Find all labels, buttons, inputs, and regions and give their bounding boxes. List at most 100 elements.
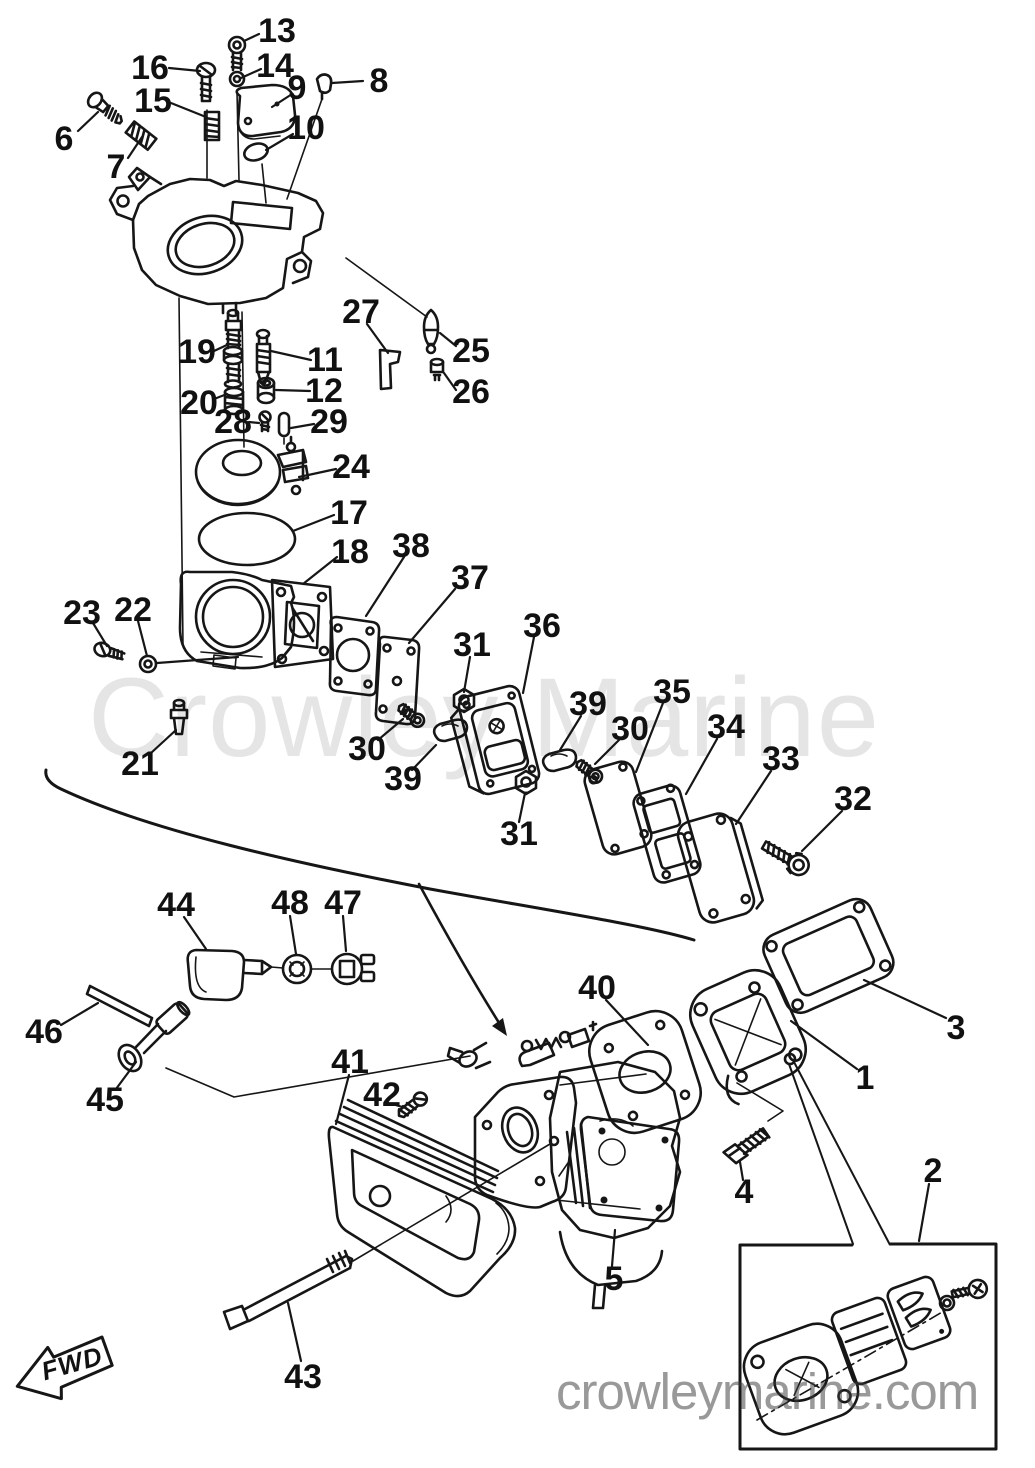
part-17-gasket-oval [197,511,297,567]
part-4-bolt [722,1082,784,1165]
assembly-axis-lines [178,91,551,1262]
leader-line-39 [558,714,583,752]
part-8-plug [315,73,333,101]
part-callout-10: 10 [287,109,325,147]
leader-line-46 [59,1001,100,1027]
leader-line-1 [789,1019,859,1071]
leader-line-18 [301,555,339,586]
part-25-float-needle [422,308,440,355]
part-callout-47: 47 [324,884,362,922]
part-34-diaphragm-plate [632,783,702,884]
part-callout-45: 45 [86,1081,124,1119]
leader-line-25 [438,331,458,348]
part-24-throttle-ring [194,435,310,507]
part-5-pump-cover [565,1115,681,1223]
part-26-seat [429,357,445,382]
leader-line-20 [212,392,229,401]
part-28-screw [258,410,272,433]
leader-line-12 [274,388,312,393]
part-callout-25: 25 [452,332,490,370]
part-48-grommet [281,953,313,985]
part-callout-1: 1 [856,1059,875,1097]
part-43-bolt [222,1249,354,1331]
part-callout-23: 23 [63,594,101,632]
part-callout-12: 12 [305,372,343,410]
leader-line-31 [517,791,527,824]
part-callout-34: 34 [707,708,745,746]
leader-line-7 [126,135,144,160]
part-callout-42: 42 [363,1076,401,1114]
part-19-main-nozzle [222,308,244,389]
part-callout-9: 9 [288,69,307,107]
leader-line-26 [442,371,458,392]
part-callout-5: 5 [605,1260,624,1298]
part-21-needle-valve [169,698,189,736]
leader-line-40 [604,998,650,1047]
leader-line-13 [242,32,261,43]
part-callout-46: 46 [25,1013,63,1051]
watermark-bottom-url: crowleymarine.com [556,1363,979,1420]
part-callout-39: 39 [569,685,607,723]
leader-line-10 [264,132,295,152]
part-callout-20: 20 [180,384,218,422]
part-callout-48: 48 [271,884,309,922]
part-38-gasket [328,615,381,697]
part-callout-39: 39 [384,760,422,798]
fwd-arrow: FWD [15,1335,114,1401]
part-callout-32: 32 [834,780,872,818]
leader-line-33 [734,769,773,826]
part-callout-35: 35 [653,673,691,711]
part-callout-21: 21 [121,745,159,783]
part-callout-11: 11 [307,341,343,379]
part-callout-37: 37 [451,559,489,597]
part-callout-31: 31 [453,626,491,664]
part-2-reed-valve-assembly [742,1275,989,1436]
part-callout-27: 27 [342,293,380,331]
part-callout-4: 4 [735,1173,754,1211]
part-12-valve-seat [256,376,276,405]
leader-line-29 [289,422,316,430]
part-callout-36: 36 [523,607,561,645]
part-callout-8: 8 [370,62,389,100]
part-15-spring [203,110,221,142]
part-6-pilot-screw [86,91,123,125]
part-47-bushing [330,952,376,986]
part-31-nut-lower [514,769,538,796]
part-29-pin [277,411,291,438]
watermark-center: Crowley Marine [88,655,880,780]
leader-line-4 [738,1160,745,1182]
leader-line-21 [149,728,178,755]
leader-line-11 [269,349,313,362]
leader-line-44 [182,915,208,951]
part-callout-29: 29 [310,403,348,441]
leader-line-24 [297,467,338,479]
leader-line-17 [291,513,336,533]
leader-line-47 [341,914,348,953]
leader-line-30 [593,738,621,766]
leader-line-39 [410,743,438,772]
part-callout-22: 22 [114,591,152,629]
part-27-bracket [378,348,402,391]
part-callout-30: 30 [611,710,649,748]
part-45-lever [117,1000,471,1098]
part-18-lower-body [178,570,335,670]
leader-line-2 [917,1182,931,1243]
part-callout-13: 13 [258,12,296,50]
leader-line-43 [286,1301,303,1363]
leader-line-6 [76,110,100,133]
leader-line-32 [800,809,844,853]
part-callout-17: 17 [330,494,368,532]
part-20-plug [223,386,245,416]
part-36-pump-body [449,684,541,796]
leader-line-22 [155,655,240,665]
part-callout-16: 16 [131,49,169,87]
part-callout-24: 24 [332,448,370,486]
part-callout-30: 30 [348,730,386,768]
part-callout-38: 38 [392,527,430,565]
part-32-screw [760,840,810,877]
part-callout-40: 40 [578,969,616,1007]
leader-line-19 [212,342,231,353]
part-callout-41: 41 [331,1043,369,1081]
